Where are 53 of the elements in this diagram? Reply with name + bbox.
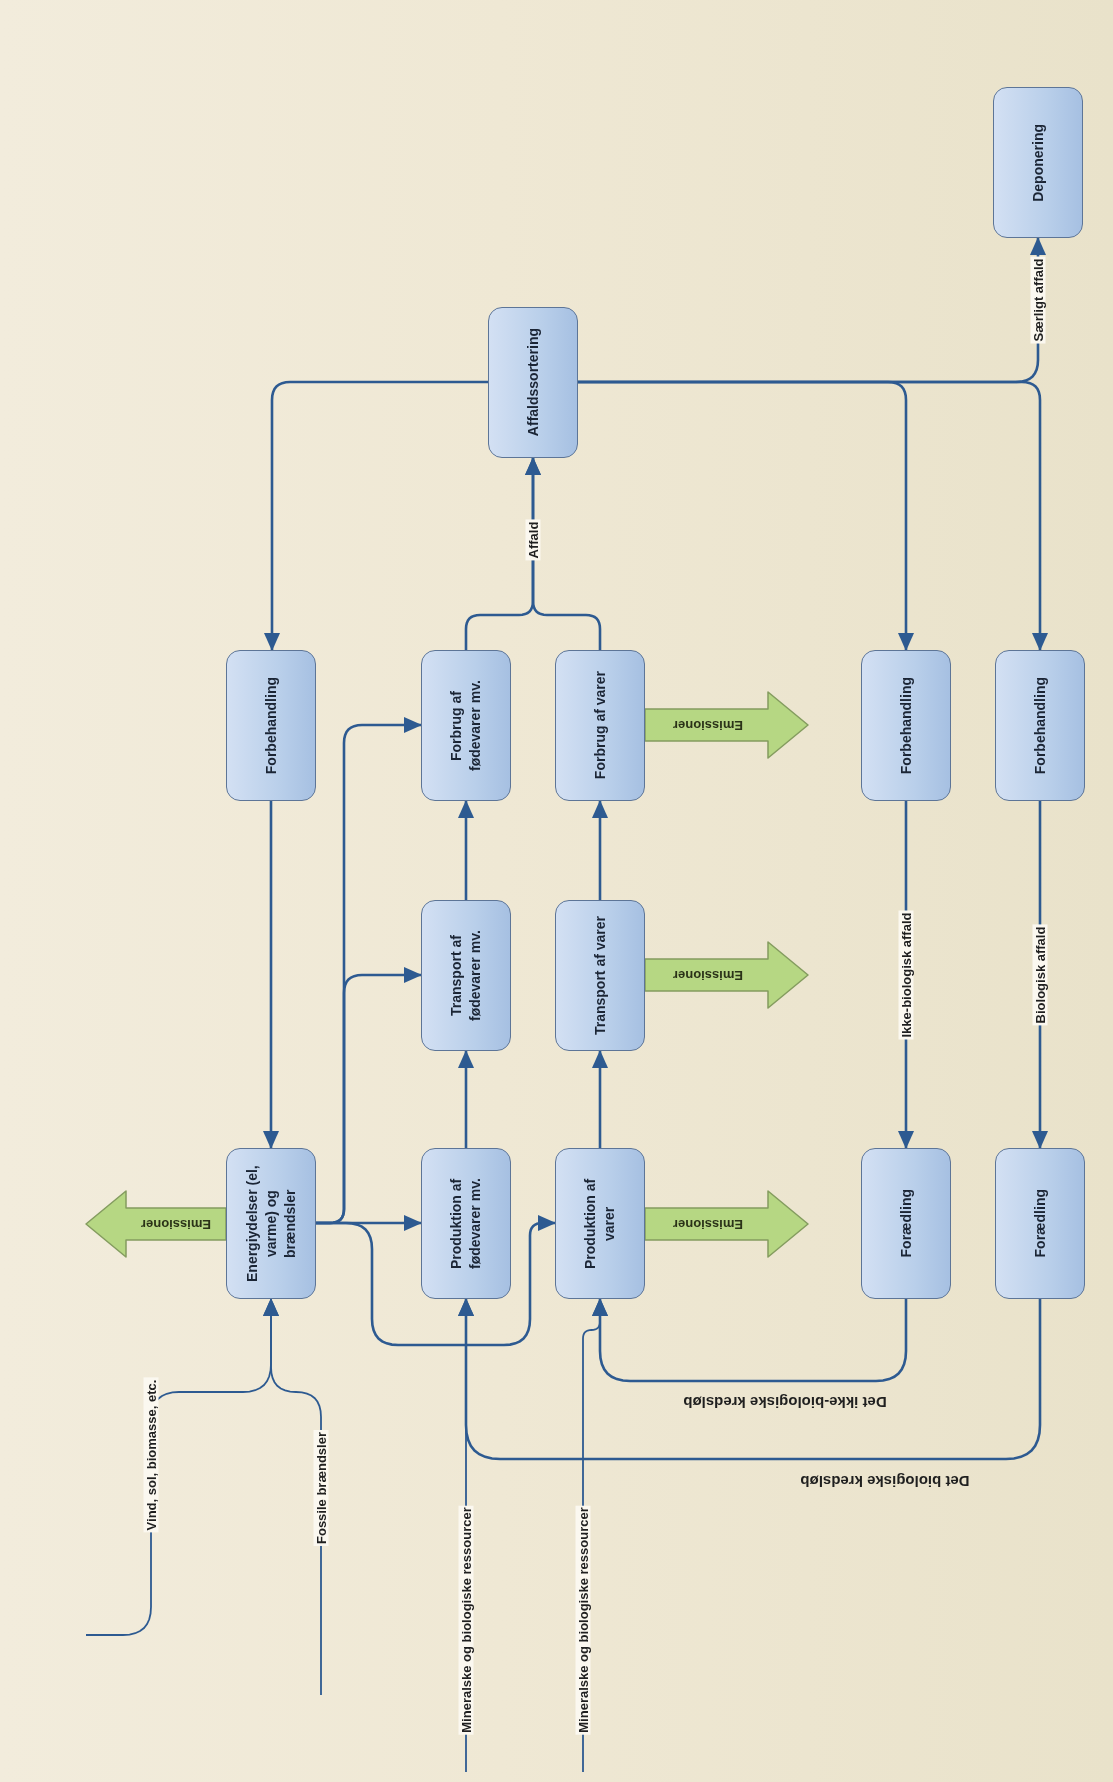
box-label: Produktion af varer <box>581 1177 618 1271</box>
edge-label: Biologisk affald <box>1032 924 1048 1026</box>
emission-arrow <box>85 1190 227 1258</box>
edge-label: Ikke-biologisk affald <box>898 910 914 1040</box>
arrow <box>592 1050 608 1148</box>
arrow <box>458 1050 474 1148</box>
box-label: Forædling <box>896 1189 915 1258</box>
process-box <box>226 1148 316 1299</box>
process-box <box>861 1148 951 1299</box>
edge-label: Fossile brændsler <box>313 1430 329 1546</box>
arrow <box>458 800 474 900</box>
process-box <box>555 1148 645 1299</box>
process-box <box>555 900 645 1051</box>
edge-label: Mineralske og biologiske ressourcer <box>575 1505 591 1735</box>
box-label: Produktion af fødevarer mv. <box>447 1177 484 1271</box>
edge-label: Vind, sol, biomasse, etc. <box>143 1377 159 1533</box>
process-box <box>488 307 578 458</box>
process-box <box>995 650 1085 801</box>
box-label: Forædling <box>1030 1189 1049 1258</box>
arrow <box>264 380 488 651</box>
process-box <box>995 1148 1085 1299</box>
box-label: Forbehandling <box>896 676 915 775</box>
box-label: Transport af varer <box>590 915 609 1036</box>
process-box <box>421 1148 511 1299</box>
edge-label: Det ikke-biologiske kredsløb <box>683 1394 887 1410</box>
edge-label: Særligt affald <box>1030 256 1046 344</box>
box-label: Transport af fødevarer mv. <box>447 929 484 1023</box>
box-label: Affaldssortering <box>523 328 542 437</box>
process-box <box>555 650 645 801</box>
edge-label: Det biologiske kredsløb <box>800 1473 970 1489</box>
arrow <box>316 1215 556 1347</box>
box-label: Forbehandling <box>1030 676 1049 775</box>
arrow <box>592 800 608 900</box>
emission-arrow <box>644 941 809 1009</box>
arrow-label: Emissioner <box>672 717 744 733</box>
box-label: Forbrug af varer <box>590 671 609 780</box>
arrow <box>263 801 279 1149</box>
process-box <box>226 650 316 801</box>
process-box <box>993 87 1083 238</box>
process-box <box>421 900 511 1051</box>
edge-label: Mineralske og biologiske ressourcer <box>458 1505 474 1735</box>
emission-arrow <box>644 1190 809 1258</box>
arrow-label: Emissioner <box>672 967 744 983</box>
process-box <box>421 650 511 801</box>
arrow-label: Emissioner <box>140 1216 212 1232</box>
emission-arrow <box>644 691 809 759</box>
process-box <box>861 650 951 801</box>
box-label: Deponering <box>1028 123 1047 202</box>
box-label: Forbehandling <box>261 676 280 775</box>
box-label: Energiydelser (el, varme) og brændsler <box>242 1164 299 1284</box>
box-label: Forbrug af fødevarer mv. <box>447 679 484 773</box>
arrow-label: Emissioner <box>672 1216 744 1232</box>
edge-label: Affald <box>525 519 541 561</box>
